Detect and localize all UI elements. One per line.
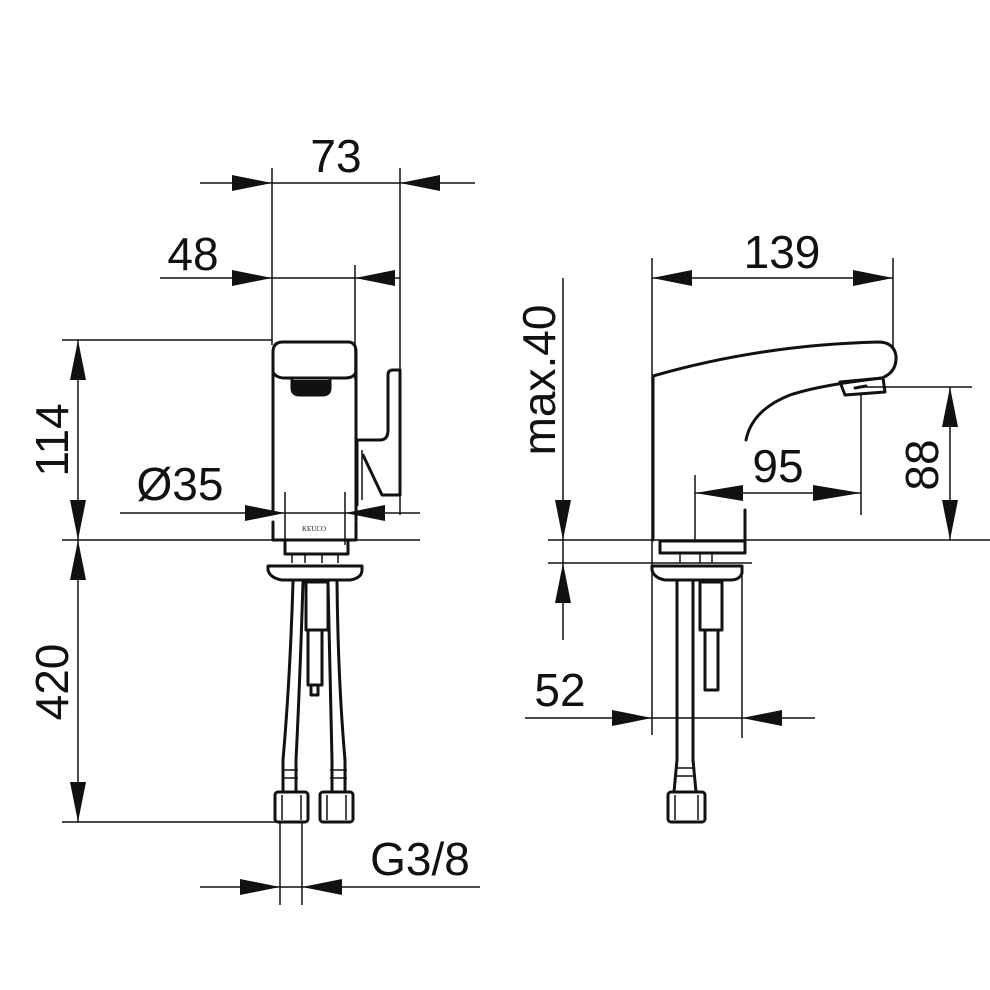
dimension-420: 420 [26,540,280,823]
dimension-max-40: max.40 [513,278,990,640]
hose-nut-left [273,790,310,824]
faucet-body-front: KEUCO [271,340,402,542]
dimension-88-label: 88 [896,439,948,490]
dimension-73-label: 73 [310,130,361,182]
dimension-114-label: 114 [26,403,78,476]
dimension-48-label: 48 [167,228,218,280]
dimension-88: 88 [862,386,972,540]
dimension-diameter-35: Ø35 [120,458,420,545]
front-view: 73 48 114 Ø35 [26,130,480,905]
dimension-420-label: 420 [26,644,78,721]
dimension-139-label: 139 [744,226,821,278]
dimension-114: 114 [26,339,272,822]
dimension-max-40-label: max.40 [513,305,565,456]
faucet-body-side [651,340,898,542]
hose-nut-side [666,790,707,824]
dimension-52-label: 52 [534,664,585,716]
mounting-base-side [650,539,747,582]
dimension-g3-8-label: G3/8 [370,833,470,885]
supply-hoses-front [273,580,355,824]
hose-nut-right [318,790,355,824]
side-view: max.40 139 [513,226,990,824]
supply-hose-side [666,580,724,824]
dimension-95-label: 95 [752,440,803,492]
dimension-diameter-35-label: Ø35 [137,458,224,510]
dimension-g3-8: G3/8 [200,822,480,905]
dimension-52: 52 [525,575,815,738]
dimension-95: 95 [694,395,862,540]
brand-logo: KEUCO [302,525,326,533]
dimension-48: 48 [160,228,400,380]
mounting-base-front [266,538,364,582]
dimension-73: 73 [200,130,475,515]
